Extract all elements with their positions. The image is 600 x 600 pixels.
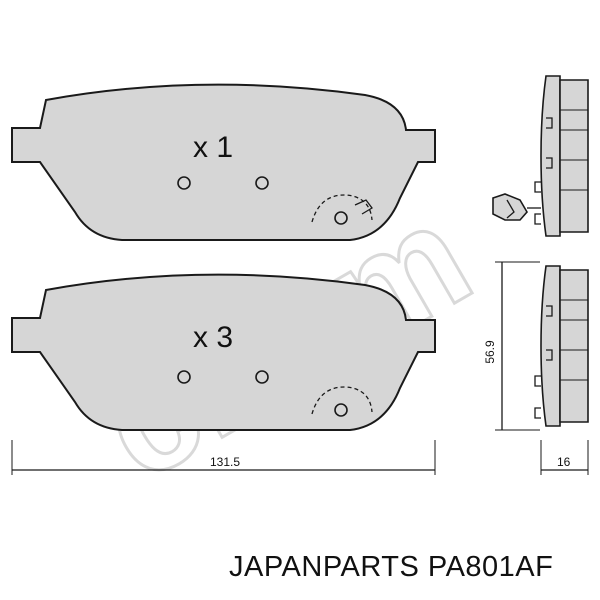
pad-hole-left: [177, 370, 191, 384]
wear-sensor-clip: [492, 193, 528, 221]
part-caption: JAPANPARTS PA801AF: [229, 551, 554, 583]
dimension-thickness-label: 16: [557, 455, 571, 469]
pad-hole-left: [177, 176, 191, 190]
dimension-height: 56.9: [483, 261, 540, 431]
dimension-width-label: 131.5: [210, 455, 240, 469]
wear-sensor-hole: [334, 211, 348, 225]
side-view-bottom: [534, 265, 589, 427]
dimension-thickness: 16: [540, 440, 589, 475]
dimension-height-label: 56.9: [483, 340, 497, 364]
pad-hole-right: [255, 176, 269, 190]
brake-pad-bottom: x 3: [11, 273, 436, 431]
side-view-top: [492, 75, 589, 237]
quantity-label-top: x 1: [193, 131, 233, 164]
pad-hole-right: [255, 370, 269, 384]
quantity-label-bottom: x 3: [193, 321, 233, 354]
wear-sensor-hole: [334, 403, 348, 417]
brake-pad-top: x 1: [11, 83, 436, 241]
dimension-width: 131.5: [11, 440, 436, 475]
